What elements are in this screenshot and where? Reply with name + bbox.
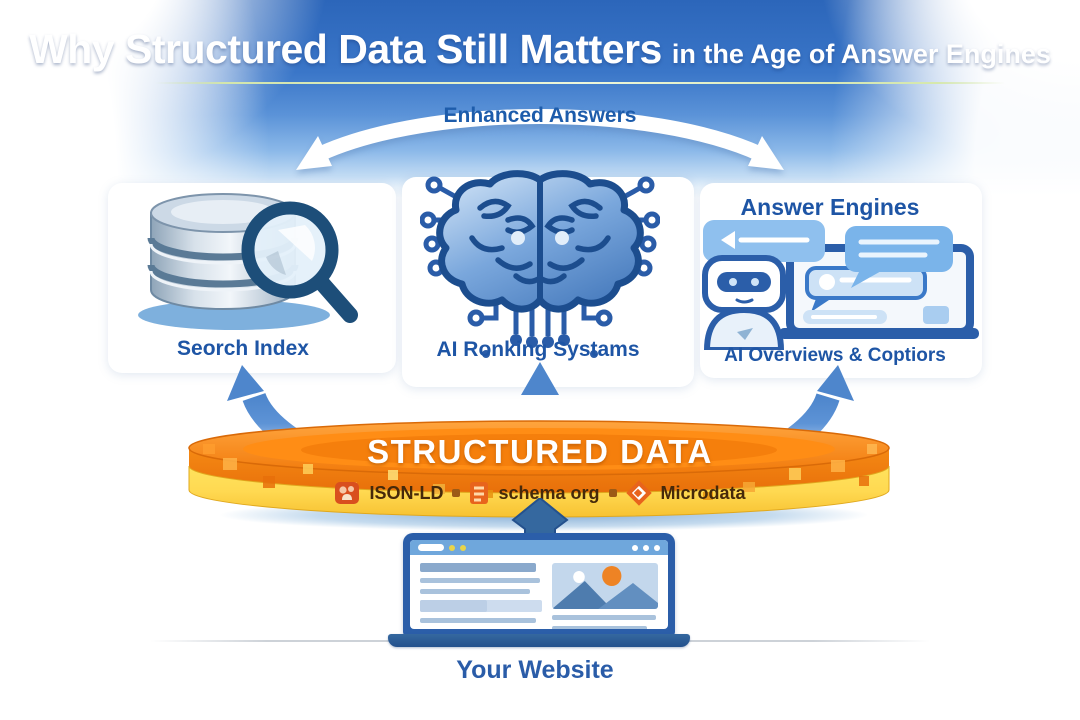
badge-schema-org: schema org <box>498 482 600 503</box>
enhanced-answers-arrow <box>296 109 784 170</box>
badge-row: ISON-LD schema org Microdata <box>240 480 840 506</box>
badge-microdata: Microdata <box>660 482 746 503</box>
address-pill <box>418 544 444 551</box>
ai-overviews-label: AI Overviews & Coptiors <box>724 345 946 366</box>
structured-data-label: STRUCTURED DATA <box>367 433 713 470</box>
browser-dot <box>654 544 660 551</box>
brain-circuit-icon <box>420 170 660 358</box>
webpage-media-column <box>551 563 658 629</box>
schema-org-icon <box>470 482 489 504</box>
website-laptop-icon <box>403 533 675 636</box>
page-title: Why Structured Data Still Matters in the … <box>0 26 1080 73</box>
json-ld-icon <box>335 482 360 504</box>
webpage-content <box>410 555 668 629</box>
robot-icon <box>702 255 786 350</box>
laptop-base <box>388 634 690 647</box>
your-website-label: Your Website <box>456 656 614 684</box>
laptop-screen <box>410 540 668 629</box>
browser-dot <box>460 544 466 551</box>
browser-dot <box>643 544 649 551</box>
title-suffix: in the Age of Answer Engines <box>671 39 1051 69</box>
database-shadow <box>138 300 330 330</box>
laptop-browser-bar <box>410 540 668 555</box>
browser-dot <box>449 544 455 551</box>
website-to-banner-arrow <box>511 498 569 538</box>
microdata-icon <box>625 480 652 506</box>
search-index-label: Seorch Index <box>177 337 309 360</box>
badge-json-ld: ISON-LD <box>369 482 444 503</box>
answer-engines-illustration <box>702 220 979 350</box>
browser-dot <box>632 544 638 551</box>
answer-engines-title: Answer Engines <box>740 194 920 220</box>
title-underline <box>155 82 1005 84</box>
structured-data-banner <box>188 420 890 518</box>
magnifier-icon <box>241 201 358 323</box>
database-search-icon <box>138 193 358 330</box>
ai-ranking-label: AI Ronking Systams <box>436 338 640 361</box>
chat-bubble-right-icon <box>845 226 953 288</box>
webpage-text-column <box>420 563 542 629</box>
badge-separator <box>608 489 617 497</box>
enhanced-answers-label: Enhanced Answers <box>443 104 637 127</box>
webpage-image-placeholder <box>551 563 658 609</box>
title-main: Why Structured Data Still Matters <box>29 26 662 72</box>
badge-separator <box>452 489 461 497</box>
